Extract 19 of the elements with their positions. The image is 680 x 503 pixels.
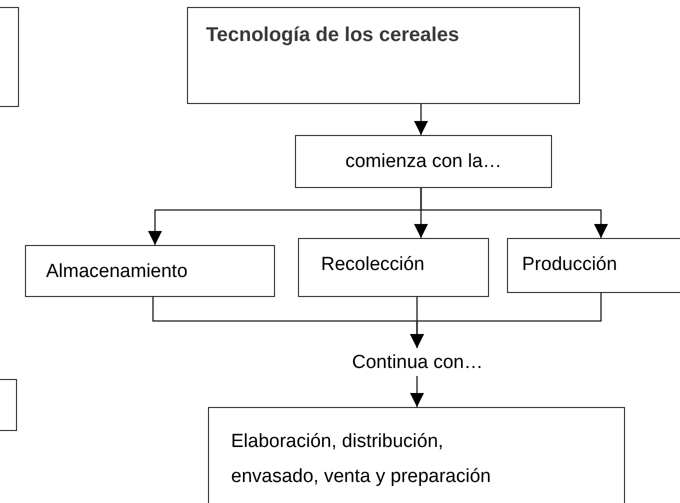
process-box — [187, 7, 580, 104]
box-text: Recolección — [321, 253, 424, 277]
box-text: Elaboración, distribución, envasado, venta y preparación — [231, 430, 492, 489]
title-text: Tecnología de los cereales — [206, 23, 460, 48]
arrow — [420, 188, 608, 238]
flow-text: Continua con… — [351, 351, 484, 375]
empty-box — [0, 7, 19, 107]
process-box — [295, 135, 552, 188]
box-text: comienza con la… — [344, 150, 503, 174]
arrow — [410, 376, 424, 407]
arrow — [410, 293, 602, 348]
process-box — [507, 238, 680, 293]
process-box — [208, 407, 625, 503]
process-box — [25, 245, 275, 297]
box-text: Almacenamiento — [46, 260, 188, 284]
process-box — [298, 238, 489, 297]
empty-box — [0, 379, 17, 431]
box-text: Producción — [522, 253, 618, 277]
arrow — [414, 104, 428, 135]
